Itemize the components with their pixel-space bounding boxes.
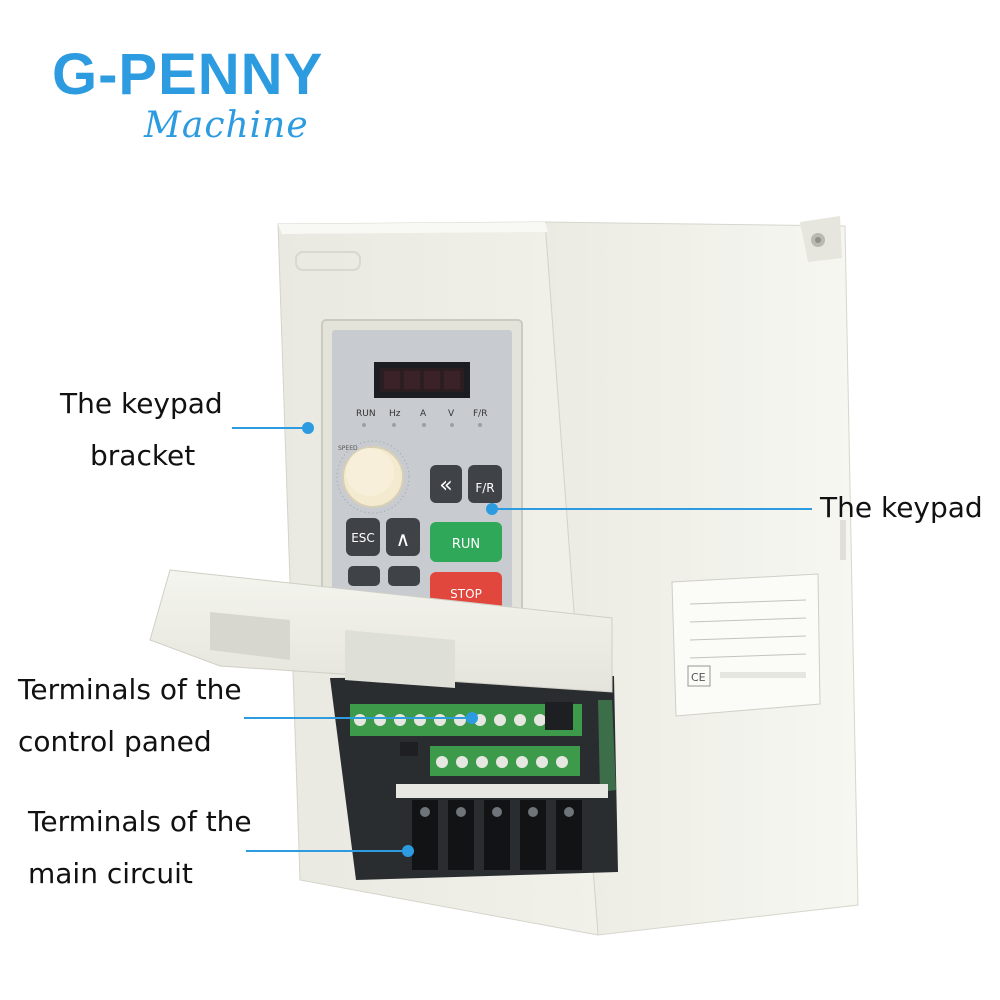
shift-button[interactable]: « bbox=[430, 465, 462, 503]
svg-text:RUN: RUN bbox=[356, 409, 376, 419]
callout-main-terminals: Terminals of the main circuit bbox=[28, 805, 252, 890]
svg-text:«: « bbox=[439, 473, 452, 498]
nameplate: CE bbox=[671, 573, 821, 717]
svg-text:Hz: Hz bbox=[389, 409, 401, 419]
callout-keypad-bracket: The keypad bracket bbox=[60, 387, 223, 472]
speed-knob[interactable] bbox=[336, 440, 410, 514]
up-button[interactable]: ∧ bbox=[386, 518, 420, 556]
fr-button[interactable]: F/R bbox=[468, 465, 502, 503]
svg-text:F/R: F/R bbox=[473, 409, 487, 419]
svg-text:STOP: STOP bbox=[450, 587, 482, 601]
brand-tagline: Machine bbox=[144, 105, 309, 146]
brand-logo: G-PENNY Machine bbox=[52, 44, 323, 146]
callout-lines bbox=[232, 422, 812, 857]
speed-label: SPEED bbox=[338, 445, 358, 452]
status-indicator-labels: RUN Hz A V F/R bbox=[356, 409, 487, 419]
esc-button[interactable]: ESC bbox=[346, 518, 380, 556]
callout-keypad: The keypad bbox=[820, 491, 983, 524]
ce-mark: CE bbox=[691, 671, 706, 684]
svg-text:V: V bbox=[448, 409, 455, 419]
keypad[interactable]: RUN Hz A V F/R SPEED « bbox=[332, 330, 512, 620]
svg-text:∧: ∧ bbox=[396, 527, 411, 551]
callout-control-terminals: Terminals of the control paned bbox=[18, 673, 242, 758]
control-terminal-block bbox=[350, 702, 582, 776]
terminal-cover bbox=[149, 569, 613, 693]
run-button[interactable]: RUN bbox=[430, 522, 502, 562]
svg-text:RUN: RUN bbox=[452, 537, 480, 552]
brand-name: G-PENNY bbox=[52, 42, 324, 107]
svg-text:ESC: ESC bbox=[351, 531, 375, 545]
svg-text:A: A bbox=[420, 409, 427, 419]
svg-text:F/R: F/R bbox=[475, 481, 494, 495]
main-terminal-block bbox=[396, 784, 608, 870]
